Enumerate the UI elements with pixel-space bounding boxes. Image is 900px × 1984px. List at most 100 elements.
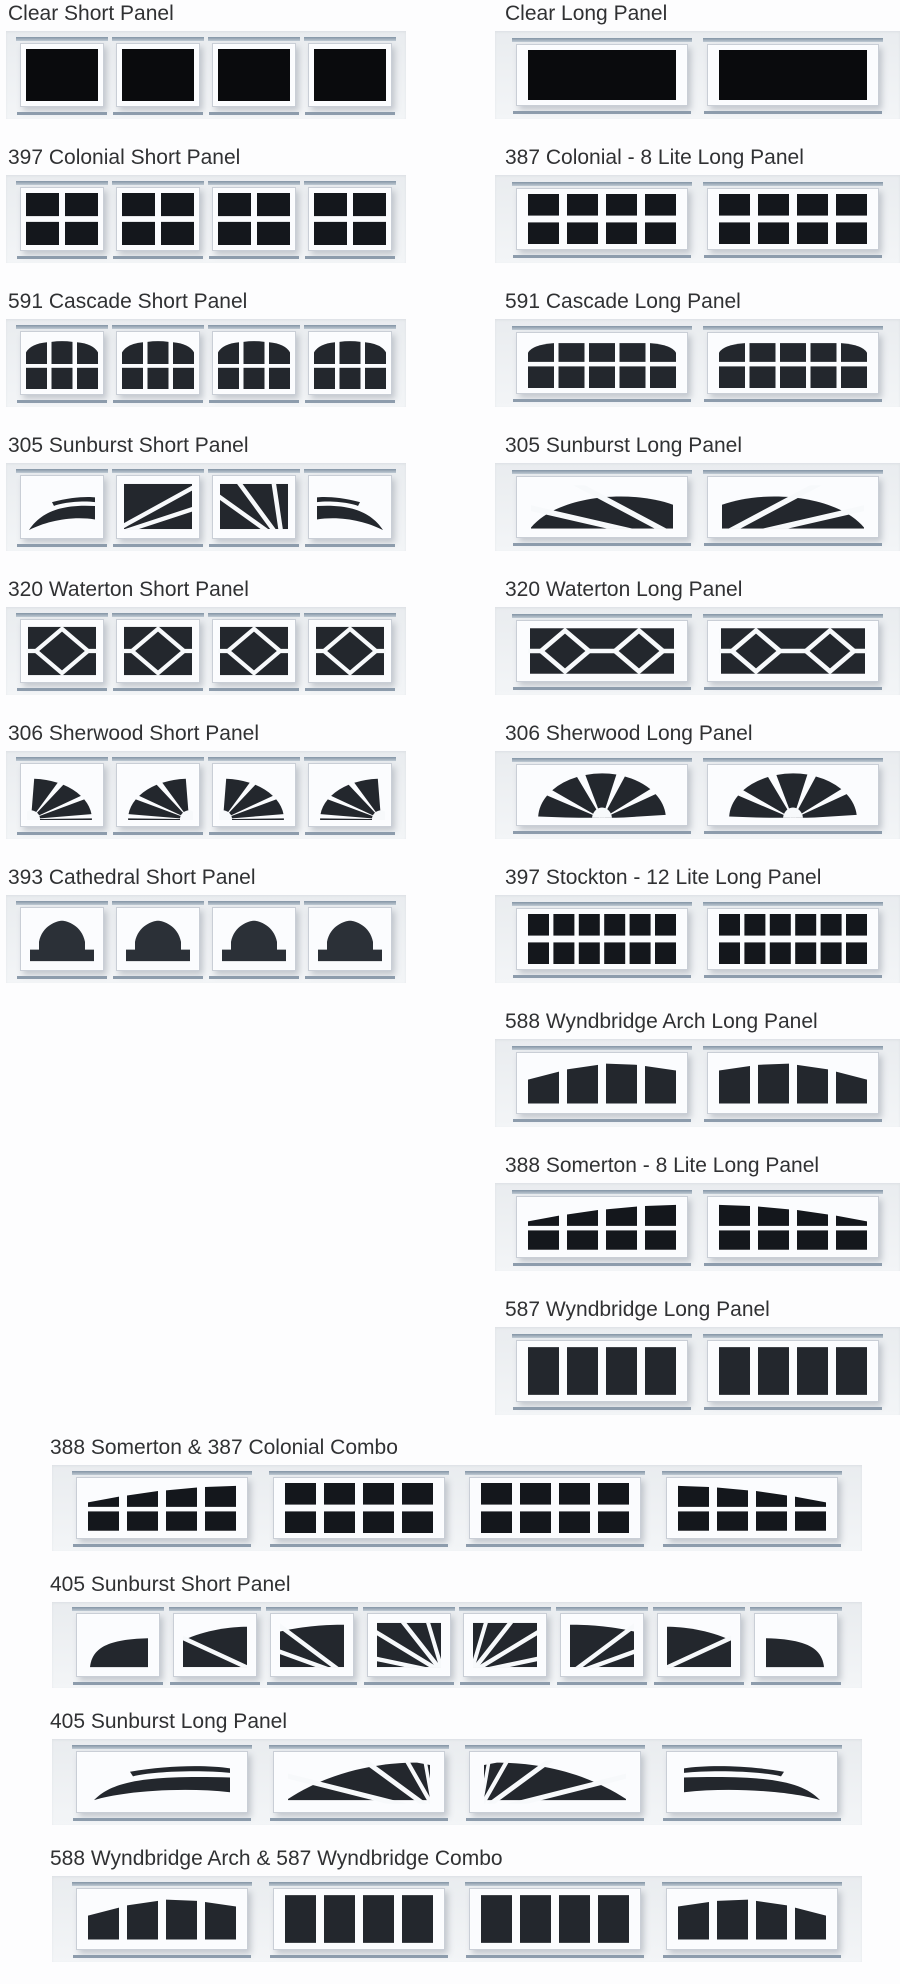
window-q2-m (653, 1607, 746, 1685)
window-q1 (72, 1607, 164, 1685)
panel-style-label: 397 Colonial Short Panel (8, 146, 241, 169)
window-sherwood-s (208, 757, 300, 835)
window-cascade-s (304, 325, 396, 403)
panel-row: Clear Short Panel (6, 2, 406, 146)
window-q2 (168, 1607, 261, 1685)
window-sun305L-m (703, 470, 883, 546)
window-sun305L (512, 470, 692, 546)
panel-style-label: 388 Somerton & 387 Colonial Combo (50, 1436, 398, 1459)
window-colonial-l (512, 182, 692, 258)
window-somerton-l (512, 1190, 692, 1266)
window-wyndarch-l-m (703, 1046, 883, 1122)
door-panel-preview (495, 175, 900, 263)
window-La-m (661, 1745, 842, 1821)
window-sherwood-l (703, 758, 883, 834)
panel-style-label: 591 Cascade Short Panel (8, 290, 248, 313)
panel-row: 320 Waterton Long Panel (495, 578, 900, 722)
panel-style-label: 305 Sunburst Short Panel (8, 434, 249, 457)
window-cascade-l (512, 326, 692, 402)
window-wyndarch-l (72, 1882, 252, 1958)
window-sun305a (16, 469, 108, 547)
window-clear-s (112, 37, 204, 115)
window-wyndbridge-l (268, 1882, 449, 1958)
door-panel-preview (6, 607, 406, 695)
window-La (72, 1745, 252, 1821)
panel-row: 388 Somerton & 387 Colonial Combo (44, 1436, 866, 1573)
panel-row: 305 Sunburst Short Panel (6, 434, 406, 578)
window-q4 (362, 1607, 455, 1685)
window-waterton-l (512, 614, 692, 690)
panel-row: 305 Sunburst Long Panel (495, 434, 900, 578)
panel-row: 397 Stockton - 12 Lite Long Panel (495, 866, 900, 1010)
window-clear-s (208, 37, 300, 115)
panel-row: 405 Sunburst Long Panel (44, 1710, 866, 1847)
door-panel-preview (495, 31, 900, 119)
panel-row: 397 Colonial Short Panel (6, 146, 406, 290)
door-panel-preview (495, 1039, 900, 1127)
panel-style-label: 305 Sunburst Long Panel (505, 434, 743, 457)
panel-style-label: 405 Sunburst Long Panel (50, 1710, 288, 1733)
combo-section: 388 Somerton & 387 Colonial Combo 405 Sun… (44, 1436, 866, 1984)
panel-style-label: 320 Waterton Long Panel (505, 578, 743, 601)
door-panel-preview (6, 463, 406, 551)
door-panel-preview (495, 463, 900, 551)
window-cathedral-s (304, 901, 396, 979)
door-panel-preview (495, 1327, 900, 1415)
panel-row: 591 Cascade Short Panel (6, 290, 406, 434)
window-cascade-s (208, 325, 300, 403)
window-colonial-l (268, 1471, 449, 1547)
window-somerton-l-m (703, 1190, 883, 1266)
window-sun305b (112, 469, 204, 547)
short-panel-column: Clear Short Panel 397 Colonial Short Pane… (6, 2, 406, 1010)
panel-row: 393 Cathedral Short Panel (6, 866, 406, 1010)
door-panel-preview (495, 751, 900, 839)
panel-row: 591 Cascade Long Panel (495, 290, 900, 434)
panel-style-label: 405 Sunburst Short Panel (50, 1573, 291, 1596)
window-sun305a-m (304, 469, 396, 547)
panel-row: 320 Waterton Short Panel (6, 578, 406, 722)
window-colonial-s (112, 181, 204, 259)
window-q3-m (556, 1607, 649, 1685)
window-clear-s (304, 37, 396, 115)
window-q3 (265, 1607, 358, 1685)
panel-style-label: Clear Short Panel (8, 2, 174, 25)
window-cascade-s (112, 325, 204, 403)
panel-style-label: 397 Stockton - 12 Lite Long Panel (505, 866, 822, 889)
window-waterton-l (703, 614, 883, 690)
door-panel-preview (495, 1183, 900, 1271)
window-cascade-s (16, 325, 108, 403)
door-panel-preview (495, 895, 900, 983)
panel-row: Clear Long Panel (495, 2, 900, 146)
window-cathedral-s (208, 901, 300, 979)
window-clear-l (512, 38, 692, 114)
window-wyndbridge-l (703, 1334, 883, 1410)
window-colonial-s (208, 181, 300, 259)
window-waterton-s (112, 613, 204, 691)
window-stockton-l (512, 902, 692, 978)
window-Lb-m (465, 1745, 646, 1821)
panel-row: 388 Somerton - 8 Lite Long Panel (495, 1154, 900, 1298)
window-sherwood-s-m (112, 757, 204, 835)
window-clear-s (16, 37, 108, 115)
panel-row: 587 Wyndbridge Long Panel (495, 1298, 900, 1442)
window-Lb (268, 1745, 449, 1821)
window-sun305c (208, 469, 300, 547)
window-cathedral-s (112, 901, 204, 979)
window-stockton-l (703, 902, 883, 978)
window-somerton-l-m (661, 1471, 842, 1547)
door-panel-preview (495, 319, 900, 407)
panel-style-label: 388 Somerton - 8 Lite Long Panel (505, 1154, 820, 1177)
panel-row: 306 Sherwood Long Panel (495, 722, 900, 866)
door-panel-preview (52, 1739, 862, 1825)
door-panel-preview (495, 607, 900, 695)
panel-row: 405 Sunburst Short Panel (44, 1573, 866, 1710)
panel-style-label: 320 Waterton Short Panel (8, 578, 249, 601)
panel-row: 387 Colonial - 8 Lite Long Panel (495, 146, 900, 290)
door-panel-preview (6, 175, 406, 263)
panel-style-label: 588 Wyndbridge Arch & 587 Wyndbridge Com… (50, 1847, 503, 1870)
door-panel-preview (6, 751, 406, 839)
window-waterton-s (304, 613, 396, 691)
window-sherwood-l (512, 758, 692, 834)
panel-style-label: 588 Wyndbridge Arch Long Panel (505, 1010, 818, 1033)
